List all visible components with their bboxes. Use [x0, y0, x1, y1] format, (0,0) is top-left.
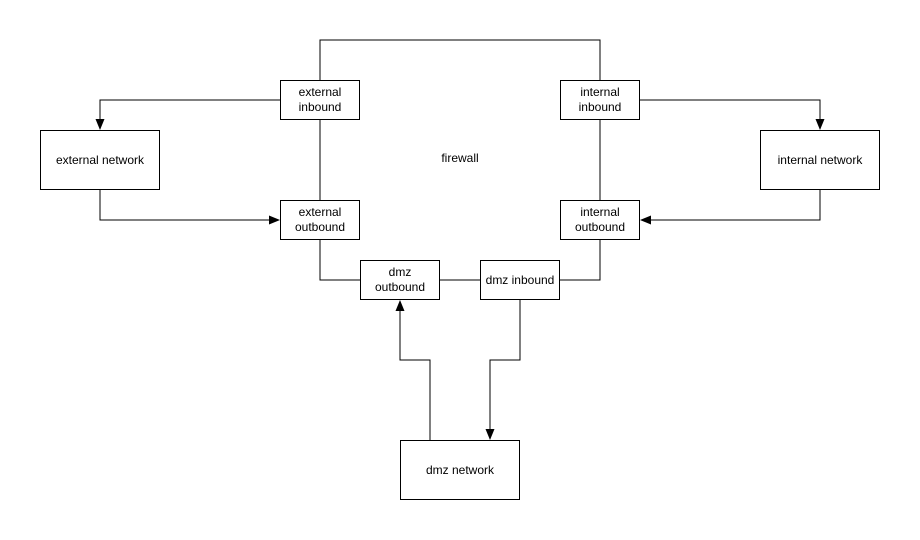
- edge-external-inbound-to-external-network: [95, 99, 280, 130]
- node-external-inbound[interactable]: external inbound: [280, 80, 360, 120]
- edge-external-network-to-external-outbound: [99, 190, 280, 225]
- node-internal-network[interactable]: internal network: [760, 130, 880, 190]
- edge-dmz-network-to-dmz-outbound: [395, 300, 431, 440]
- node-external-network[interactable]: external network: [40, 130, 160, 190]
- node-label: internal network: [777, 152, 863, 167]
- node-dmz-network[interactable]: dmz network: [400, 440, 520, 500]
- edge-internal-inbound-to-internal-network: [640, 99, 825, 130]
- firewall-label: firewall: [441, 151, 479, 165]
- node-internal-inbound[interactable]: internal inbound: [560, 80, 640, 120]
- node-label: dmz inbound: [485, 272, 555, 287]
- node-label: dmz network: [425, 462, 495, 477]
- node-internal-outbound[interactable]: internal outbound: [560, 200, 640, 240]
- edge-dmz-inbound-to-dmz-network: [485, 300, 521, 440]
- node-dmz-inbound[interactable]: dmz inbound: [480, 260, 560, 300]
- edge-external-outbound-to-dmz-outbound: [319, 240, 360, 281]
- node-dmz-outbound[interactable]: dmz outbound: [360, 260, 440, 300]
- node-label: external network: [55, 152, 145, 167]
- node-label: internal outbound: [574, 205, 626, 234]
- node-label: dmz outbound: [374, 265, 426, 294]
- node-label: external inbound: [298, 85, 342, 114]
- edge-internal-outbound-to-dmz-inbound: [560, 240, 601, 281]
- node-external-outbound[interactable]: external outbound: [280, 200, 360, 240]
- edge-external-inbound-to-internal-inbound: [319, 39, 601, 80]
- edge-internal-network-to-internal-outbound: [640, 190, 821, 225]
- node-label: internal inbound: [578, 85, 622, 114]
- node-label: external outbound: [294, 205, 346, 234]
